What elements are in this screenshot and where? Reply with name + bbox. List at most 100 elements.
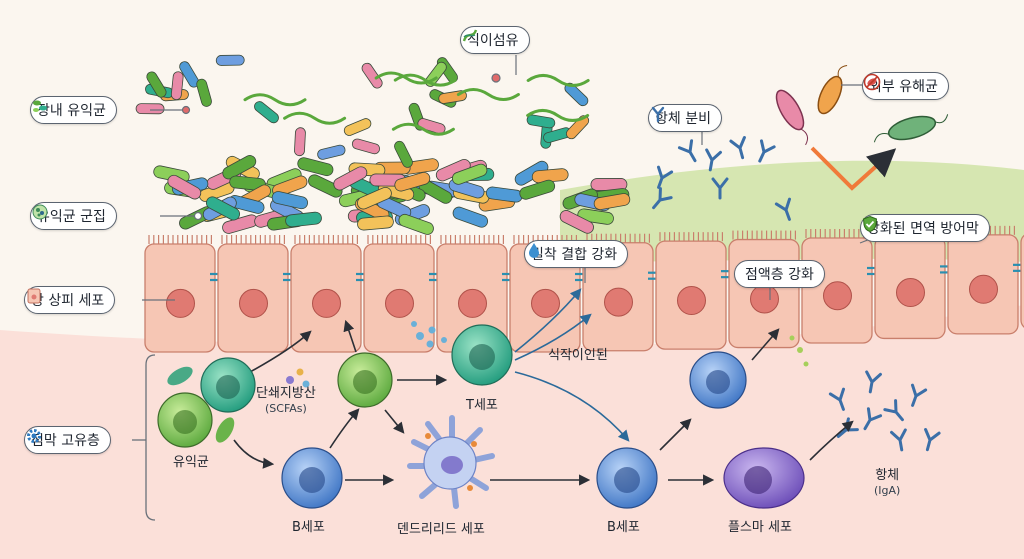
antibody [677, 139, 697, 163]
antibody [652, 187, 673, 210]
floating-bacteria [135, 54, 590, 168]
epithelial-cell [1020, 234, 1024, 328]
epithelial-cell [290, 235, 368, 353]
b-cell-left-label: B세포 [292, 520, 325, 535]
external-pathogen-pill: 외부 유해균 [862, 72, 949, 100]
antibody [890, 428, 907, 452]
flow-arrows [233, 319, 854, 486]
floating-bacterium [170, 71, 184, 101]
floating-bacterium [351, 138, 381, 155]
probiotic-colony [153, 155, 631, 235]
bacteria-icon [33, 100, 47, 112]
water-drop-icon [529, 243, 539, 258]
colony-bacterium [357, 186, 392, 210]
floating-bacterium [294, 127, 306, 157]
antibody-secretion-label: 항체 분비 [655, 111, 711, 127]
colony-bacterium [519, 179, 556, 200]
antibody [883, 399, 904, 422]
blue-flow-arrows [514, 288, 630, 442]
fiber-strand [391, 122, 455, 136]
floating-bacterium [254, 101, 279, 124]
gear-icon [27, 429, 41, 443]
antibody [657, 165, 674, 189]
scfa-label: 단쇄지방산 (SCFAs) [256, 386, 316, 416]
secreted-antibodies [652, 135, 791, 221]
antibody [729, 135, 746, 160]
epithelial-cell [217, 235, 295, 353]
dietary-fiber-label: 식이섬유 [467, 33, 519, 49]
no-bacteria-icon [863, 73, 881, 91]
antibody [711, 177, 729, 200]
floating-bacterium [417, 118, 446, 135]
floating-bacterium [343, 118, 372, 136]
colony-bacterium [205, 196, 240, 221]
floating-bacterium [135, 103, 165, 115]
lamina-propria-label: 점막 고유층 [31, 433, 100, 449]
antibody [774, 197, 791, 221]
colony-bacterium [451, 163, 488, 185]
colony-bacterium [222, 155, 257, 180]
phagocytosis-label: 식작이인된 [548, 348, 608, 363]
epithelial-cell [144, 235, 222, 353]
antibody [865, 370, 882, 394]
t-cell-label: T세포 [466, 398, 498, 413]
colony-bacterium [357, 215, 394, 231]
tight-junction-label: 밀착 결합 강화 [531, 247, 618, 263]
colony-icon [32, 204, 48, 220]
antibody [705, 148, 722, 172]
epithelial-cell-label: 장 상피 세포 [31, 293, 105, 309]
enhanced-defense-pill: 강화된 면역 방어막 [860, 214, 990, 242]
fiber-strand [243, 93, 307, 107]
probiotic-colony-label: 유익균 군집 [37, 209, 106, 225]
immune-cells [157, 324, 805, 509]
lamina-propria-pill: 점막 고유층 [24, 426, 111, 454]
fiber-strand [283, 111, 347, 125]
colony-bacterium [297, 157, 334, 177]
floating-bacterium [317, 144, 346, 160]
antibody-secretion-pill: 항체 분비 [648, 104, 722, 132]
dietary-fiber-pill: 식이섬유 [460, 26, 530, 54]
colony-bacterium [394, 172, 431, 192]
floating-bacterium [215, 54, 245, 66]
epithelial-cell [874, 227, 952, 340]
b-cell-right-label: B세포 [607, 520, 640, 535]
colony-bacterium [452, 206, 489, 228]
probiotic-colony-pill: 유익균 군집 [30, 202, 117, 230]
dendritic-cell-label: 덴드리리드 세포 [397, 522, 485, 537]
antibody-title: 항체 [875, 468, 900, 483]
enhanced-defense-label: 강화된 면역 방어막 [867, 221, 979, 237]
floating-bacterium [179, 61, 200, 88]
leader-lines [142, 55, 879, 301]
antibody-icon [651, 106, 665, 123]
cell-icon [27, 288, 41, 304]
fiber-strand [526, 73, 590, 87]
gut-flora-label: 장내 유익균 [37, 103, 106, 119]
antibody-iga-label: 항체 (IgA) [874, 468, 900, 498]
colony-bacterium [593, 193, 631, 211]
external-pathogen-label: 외부 유해균 [869, 79, 938, 95]
epithelial-cell [655, 232, 733, 350]
antibody-subtitle: (IgA) [874, 484, 901, 498]
epithelial-cell [728, 230, 806, 349]
colony-bacterium [167, 174, 202, 200]
antibody [924, 427, 941, 452]
gut-flora-pill: 장내 유익균 [30, 96, 117, 124]
floating-bacterium [394, 140, 413, 168]
floating-bacterium [146, 71, 167, 98]
colony-bacterium [308, 174, 343, 198]
epithelial-cell [436, 235, 514, 353]
fiber-strand [374, 71, 438, 85]
colony-bacterium [559, 210, 594, 234]
mucus-layer-pill: 점액층 강화 [734, 260, 825, 288]
colony-bacterium [272, 175, 308, 197]
floating-bacterium [196, 78, 212, 107]
probiotics-label: 유익균 [173, 455, 209, 470]
plasma-cell-label: 플스마 세포 [728, 520, 792, 535]
antibody [828, 387, 845, 411]
fiber-icon [462, 29, 478, 42]
colony-bacterium [398, 213, 434, 235]
deflection-arrow [810, 146, 897, 191]
tight-junction-pill: 밀착 결합 강화 [524, 240, 629, 268]
scfa-subtitle: (SCFAs) [264, 402, 307, 416]
floating-bacterium [526, 114, 556, 129]
